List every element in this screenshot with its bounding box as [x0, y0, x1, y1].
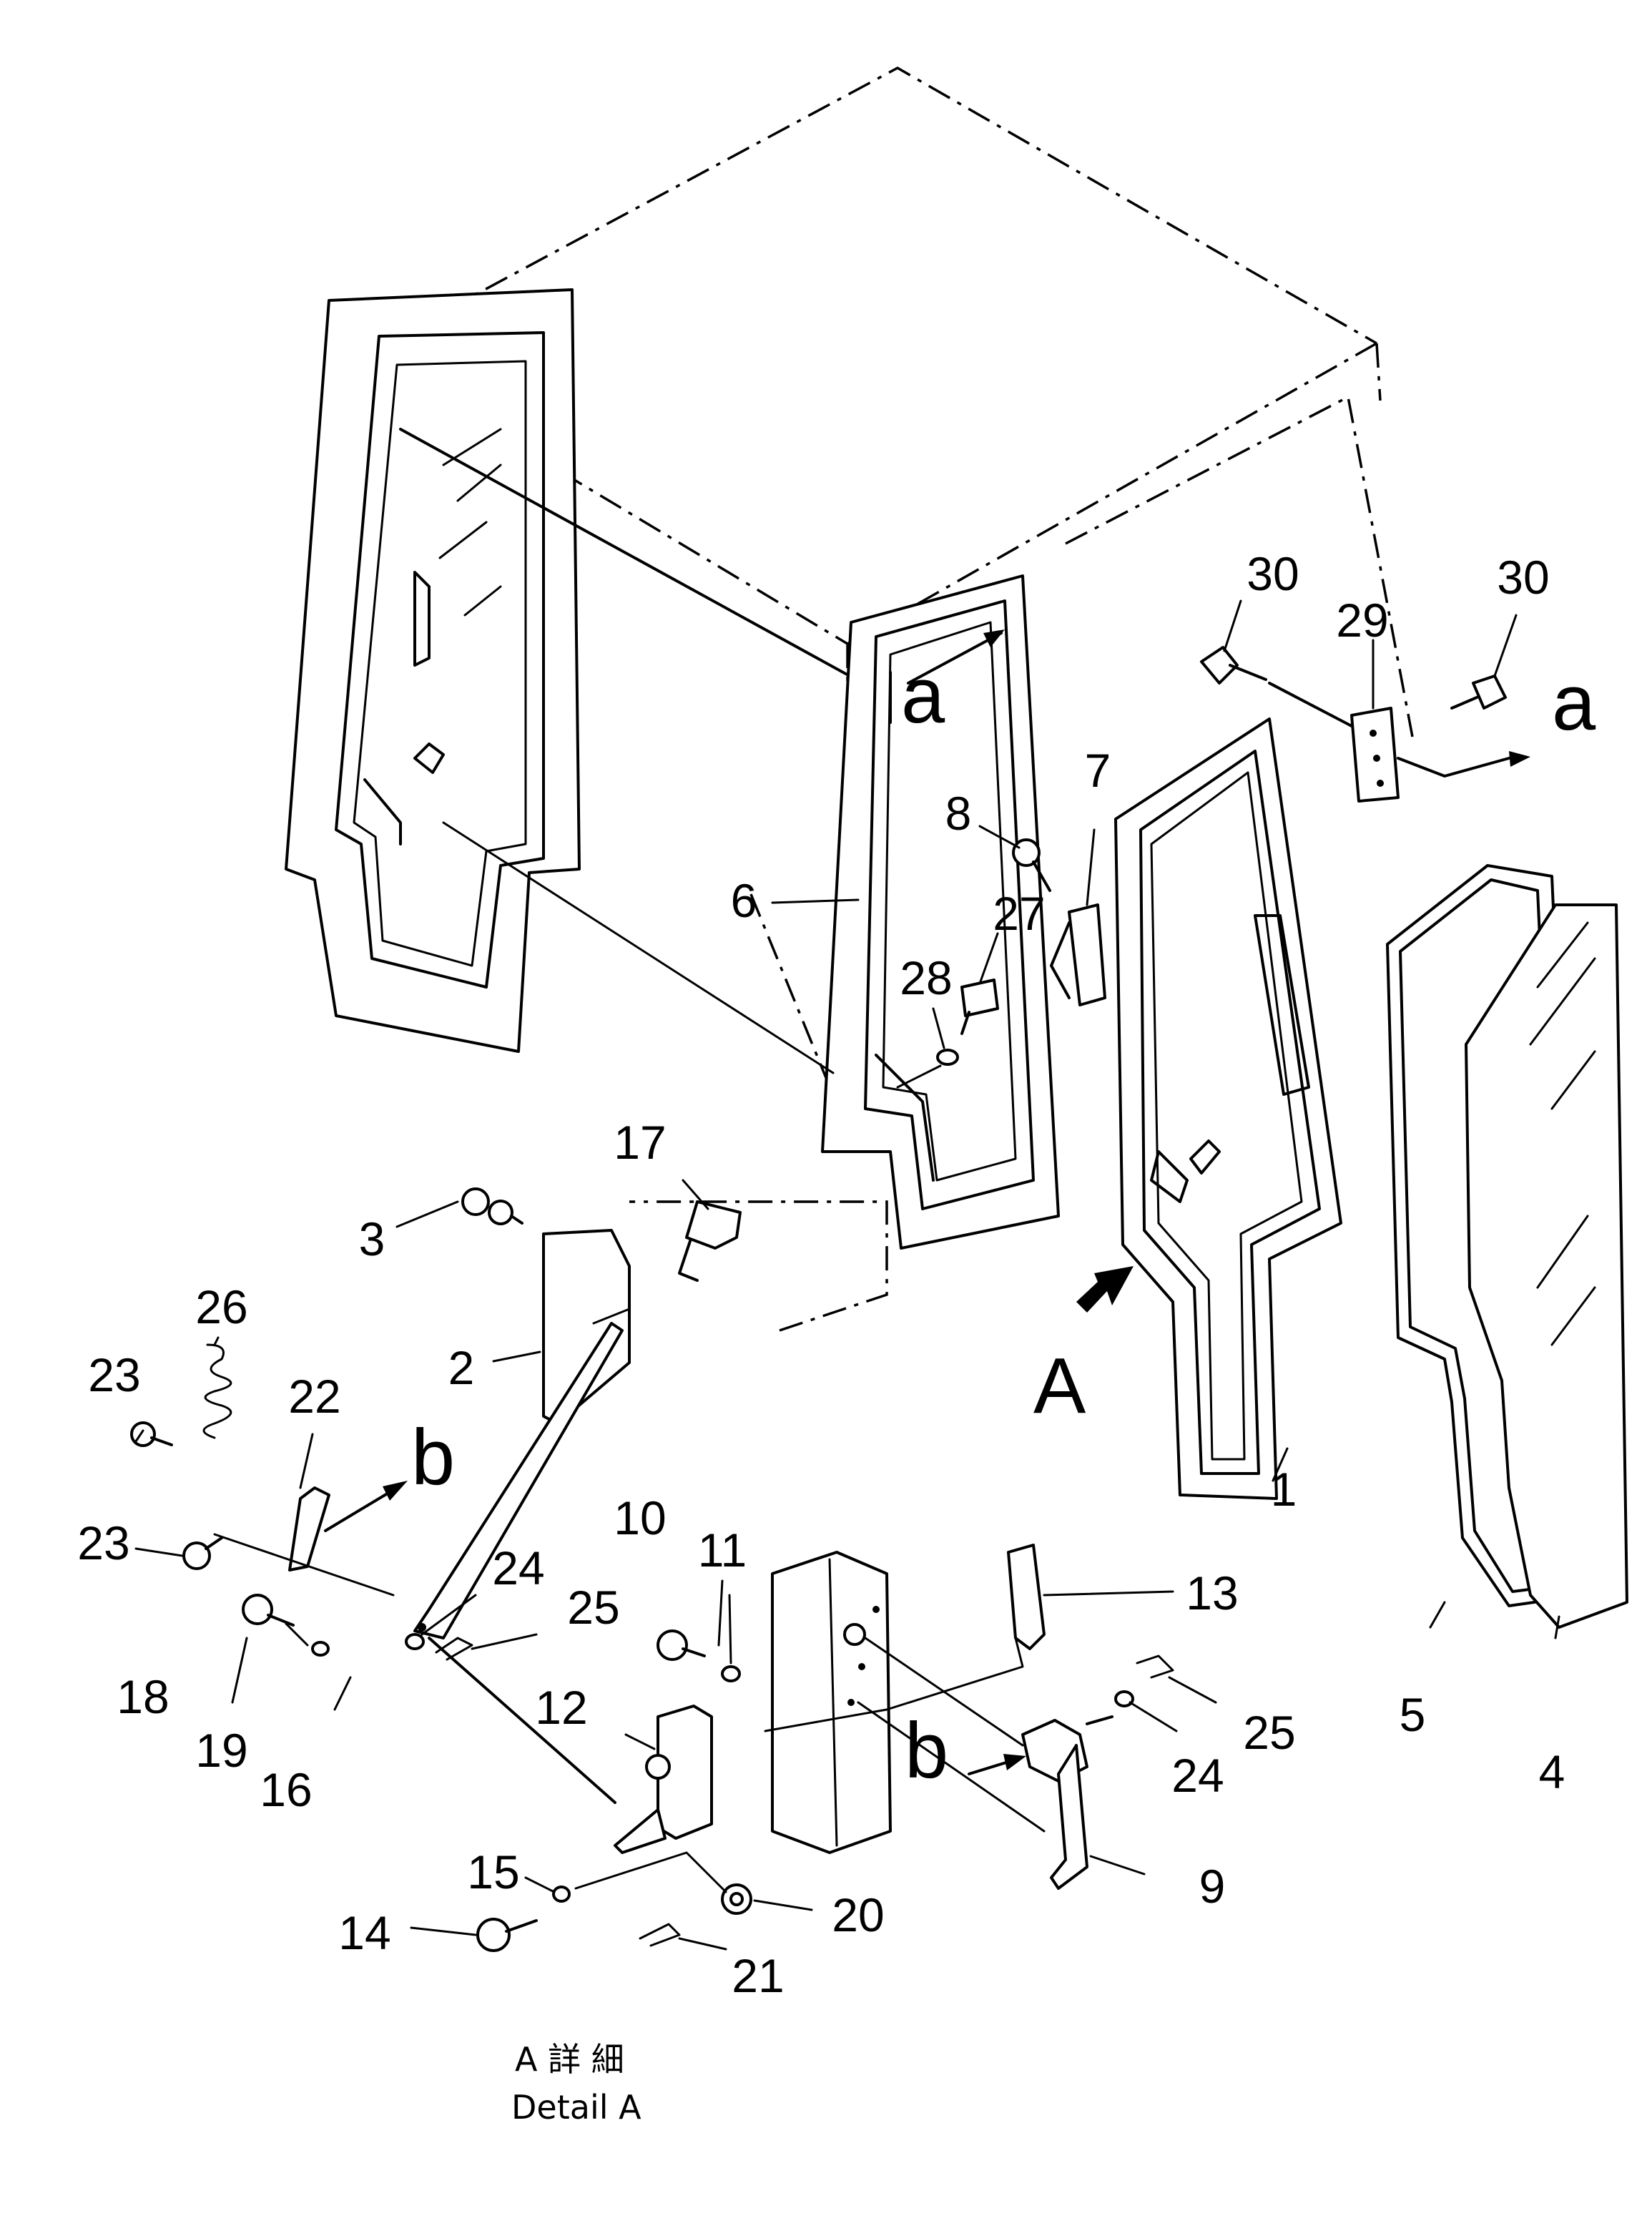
lock-27: [960, 979, 999, 1035]
latch-12: [614, 1705, 713, 1854]
plate-13: [1007, 1544, 1046, 1650]
screw-8: [1012, 838, 1051, 892]
label-part-25-right: 25: [1243, 1706, 1295, 1759]
label-part-1: 1: [1271, 1463, 1297, 1516]
handle-9: [1021, 1715, 1113, 1890]
post-column: [771, 1551, 892, 1854]
label-part-2: 2: [448, 1341, 475, 1394]
caption-english: Detail A: [511, 2088, 641, 2127]
caption-japanese: A 詳 細: [515, 2040, 624, 2079]
knob-17: [678, 1200, 742, 1282]
label-part-14: 14: [338, 1906, 390, 1959]
bolt-14: [476, 1918, 538, 1952]
door-panel-1: [1114, 717, 1342, 1500]
label-part-24-right: 24: [1171, 1749, 1224, 1802]
label-part-26: 26: [195, 1280, 247, 1333]
label-part-9: 9: [1199, 1860, 1226, 1913]
washer-11: [721, 1665, 741, 1682]
label-part-19: 19: [195, 1724, 247, 1777]
label-part-20: 20: [832, 1888, 884, 1941]
marker-b-left: b: [411, 1413, 455, 1501]
label-part-11: 11: [698, 1524, 747, 1577]
label-part-8: 8: [945, 787, 972, 840]
label-part-21: 21: [732, 1949, 784, 2002]
handle-bracket-7: [1050, 903, 1106, 1006]
label-part-16: 16: [260, 1763, 312, 1816]
marker-a-door: a: [901, 652, 945, 740]
label-part-4: 4: [1539, 1745, 1565, 1798]
flow-arrows: [324, 629, 1026, 1775]
label-part-29: 29: [1336, 594, 1388, 647]
label-part-12: 12: [535, 1681, 587, 1734]
lever-22: [288, 1486, 330, 1572]
label-part-27: 27: [993, 887, 1045, 940]
label-part-6: 6: [731, 874, 757, 927]
cab-outline: [364, 66, 1414, 1332]
cab-edge-line: [399, 428, 910, 710]
reference-markers: a a b b A: [411, 652, 1596, 1795]
washer-15: [552, 1886, 571, 1903]
bolt-3: [461, 1187, 523, 1225]
nut-20: [721, 1883, 752, 1915]
pin-25-right: [1136, 1654, 1174, 1679]
label-part-18: 18: [117, 1670, 169, 1723]
label-part-24-left: 24: [492, 1541, 544, 1594]
washer-28: [936, 1049, 959, 1066]
label-part-13: 13: [1186, 1567, 1238, 1619]
washer-24-left: [405, 1633, 425, 1650]
door-glass-4: [1465, 903, 1628, 1629]
label-part-30-left: 30: [1247, 547, 1299, 600]
marker-view-A: A: [1033, 1342, 1086, 1430]
label-part-28: 28: [900, 951, 952, 1004]
pin-21: [639, 1923, 681, 1947]
label-part-5: 5: [1400, 1688, 1426, 1741]
bracket-2: [542, 1229, 631, 1425]
label-part-7: 7: [1085, 744, 1111, 797]
label-part-25-left: 25: [567, 1581, 619, 1634]
label-part-23-top: 23: [88, 1348, 140, 1401]
bolt-30-right: [1450, 675, 1507, 710]
marker-a-hinge: a: [1552, 659, 1596, 747]
detail-caption: A 詳 細 Detail A: [511, 2040, 641, 2127]
label-part-23-bottom: 23: [77, 1516, 129, 1569]
leader-lines: [134, 599, 1560, 1951]
door-seal-5: [1386, 864, 1585, 1607]
label-part-30-right: 30: [1497, 551, 1549, 604]
pin-25-left: [435, 1637, 473, 1661]
label-part-10: 10: [614, 1491, 666, 1544]
label-part-15: 15: [467, 1845, 519, 1898]
bolt-30-left: [1200, 646, 1267, 685]
left-door-assembly: [285, 288, 581, 1053]
bolt-18: [242, 1594, 295, 1627]
bolt-23-top: [130, 1421, 173, 1447]
bolt-23-bottom: [182, 1536, 223, 1570]
spring-26: [202, 1343, 232, 1439]
label-part-17: 17: [614, 1116, 666, 1169]
door-frame-6: [442, 574, 1060, 1250]
label-part-22: 22: [288, 1370, 340, 1423]
washer-19: [311, 1641, 330, 1657]
bolt-10: [657, 1629, 706, 1661]
marker-b-right: b: [905, 1707, 948, 1795]
part-number-labels: 1 2 3 4 5 6 7 8 9 10 11 12 13 14 15 16 1…: [77, 547, 1565, 2002]
view-arrow-icon: [1076, 1266, 1134, 1313]
washer-24-right: [1114, 1690, 1134, 1707]
hinge-29: [1350, 707, 1400, 803]
rod-16: [413, 1322, 624, 1804]
label-part-3: 3: [359, 1212, 385, 1265]
